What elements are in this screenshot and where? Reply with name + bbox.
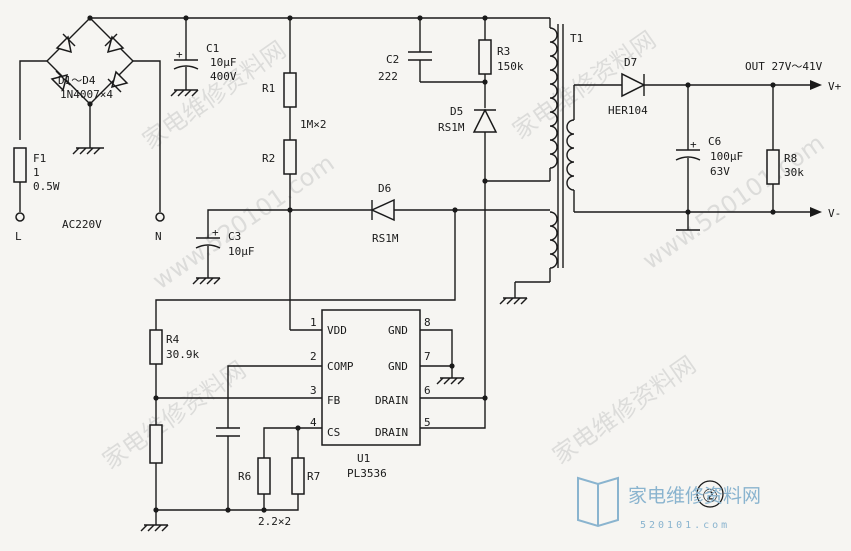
r4-value: 30.9k: [166, 348, 199, 361]
resistor-r6: [257, 457, 271, 495]
terminal-l: [15, 212, 25, 222]
out-plus-label: V+: [828, 80, 842, 93]
diode-d7: [621, 72, 646, 98]
ic-pin-name: CS: [327, 426, 340, 439]
c6-voltage: 63V: [710, 165, 730, 178]
ic-pin-number: 8: [424, 316, 431, 329]
ic-pin-name: FB: [327, 394, 341, 407]
c1-ref: C1: [206, 42, 219, 55]
ic-pin-labels: VDD COMP FB CS GND GND DRAIN DRAIN 1 2 3…: [310, 316, 431, 439]
bridge-rectifier: D1～D4 1N4007×4: [46, 15, 134, 107]
fuse-ref: F1: [33, 152, 46, 165]
figure-number: ②: [702, 486, 718, 507]
c1-voltage: 400V: [210, 70, 237, 83]
resistor-r1: [283, 72, 297, 108]
watermark-text: 家电维修资料网: [547, 351, 701, 470]
diode-d6: [370, 198, 395, 222]
c6-ref: C6: [708, 135, 721, 148]
resistor-r8: [766, 149, 780, 185]
ic-pin-name: VDD: [327, 324, 347, 337]
ic-pin-number: 7: [424, 350, 431, 363]
c2-ref: C2: [386, 53, 399, 66]
r8-ref: R8: [784, 152, 797, 165]
ic-part: PL3536: [347, 467, 387, 480]
out-label: OUT 27V～41V: [745, 60, 823, 73]
ic-pin-number: 3: [310, 384, 317, 397]
figure-number-circle: [696, 480, 724, 508]
capacitor-c6: +: [675, 85, 701, 231]
r6-ref: R6: [238, 470, 251, 483]
svg-text:+: +: [690, 138, 697, 151]
ac-input-label: AC220V: [62, 218, 102, 231]
r4-ref: R4: [166, 333, 180, 346]
resistor-r5: [149, 424, 163, 464]
c3-ref: C3: [228, 230, 241, 243]
fuse-value: 1: [33, 166, 40, 179]
watermark-layer: 家电维修资料网 家电维修资料网 家电维修资料网 家电维修资料网 www.5201…: [97, 26, 829, 475]
svg-text:+: +: [212, 226, 219, 239]
resistor-r3: [478, 39, 492, 75]
r1-ref: R1: [262, 82, 275, 95]
r2-ref: R2: [262, 152, 275, 165]
d5-value: RS1M: [438, 121, 465, 134]
c6-value: 100μF: [710, 150, 743, 163]
ic-pin-name: GND: [388, 324, 408, 337]
out-minus-label: V-: [828, 207, 841, 220]
r6r7-value: 2.2×2: [258, 515, 291, 528]
terminal-l-label: L: [15, 230, 22, 243]
logo-text: 家电维修资料网: [628, 485, 761, 507]
r3-ref: R3: [497, 45, 510, 58]
fuse-f1: [13, 147, 27, 183]
watermark-url: www.520101.com: [147, 149, 339, 295]
resistor-r4: [149, 329, 163, 365]
terminal-n: [155, 212, 165, 222]
r3-value: 150k: [497, 60, 524, 73]
ic-pin-name: COMP: [327, 360, 354, 373]
diode-d5: [472, 108, 498, 212]
d5-ref: D5: [450, 105, 463, 118]
bridge-ref: D1～D4: [58, 74, 96, 87]
svg-text:+: +: [176, 48, 183, 61]
r7-ref: R7: [307, 470, 320, 483]
ic-pin-name: GND: [388, 360, 408, 373]
ic-pin-number: 5: [424, 416, 431, 429]
d6-ref: D6: [378, 182, 391, 195]
d6-value: RS1M: [372, 232, 399, 245]
terminal-n-label: N: [155, 230, 162, 243]
ic-ref: U1: [357, 452, 370, 465]
resistor-r7: [291, 457, 305, 495]
bridge-value: 1N4007×4: [60, 88, 113, 101]
ic-pin-name: DRAIN: [375, 394, 408, 407]
c2-value: 222: [378, 70, 398, 83]
ic-pin-name: DRAIN: [375, 426, 408, 439]
c3-value: 10μF: [228, 245, 255, 258]
capacitor-c1: +: [170, 18, 199, 97]
capacitor-c2: [408, 18, 485, 83]
site-logo: 家电维修资料网 520101.com: [577, 476, 761, 531]
d7-value: HER104: [608, 104, 648, 117]
transformer-t1: [485, 18, 575, 305]
r1r2-value: 1M×2: [300, 118, 327, 131]
fuse-rating: 0.5W: [33, 180, 60, 193]
c1-value: 10μF: [210, 56, 237, 69]
out-minus-arrow: [810, 207, 822, 217]
logo-url: 520101.com: [640, 520, 730, 531]
r8-value: 30k: [784, 166, 804, 179]
ic-u1: [321, 309, 421, 446]
ic-pin-number: 4: [310, 416, 317, 429]
capacitor-c3: +: [192, 209, 290, 285]
ic-pin-number: 6: [424, 384, 431, 397]
d7-ref: D7: [624, 56, 637, 69]
resistor-r2: [283, 139, 297, 175]
ic-pin-number: 1: [310, 316, 317, 329]
ic-pin-number: 2: [310, 350, 317, 363]
out-plus-arrow: [810, 80, 822, 90]
t1-ref: T1: [570, 32, 583, 45]
